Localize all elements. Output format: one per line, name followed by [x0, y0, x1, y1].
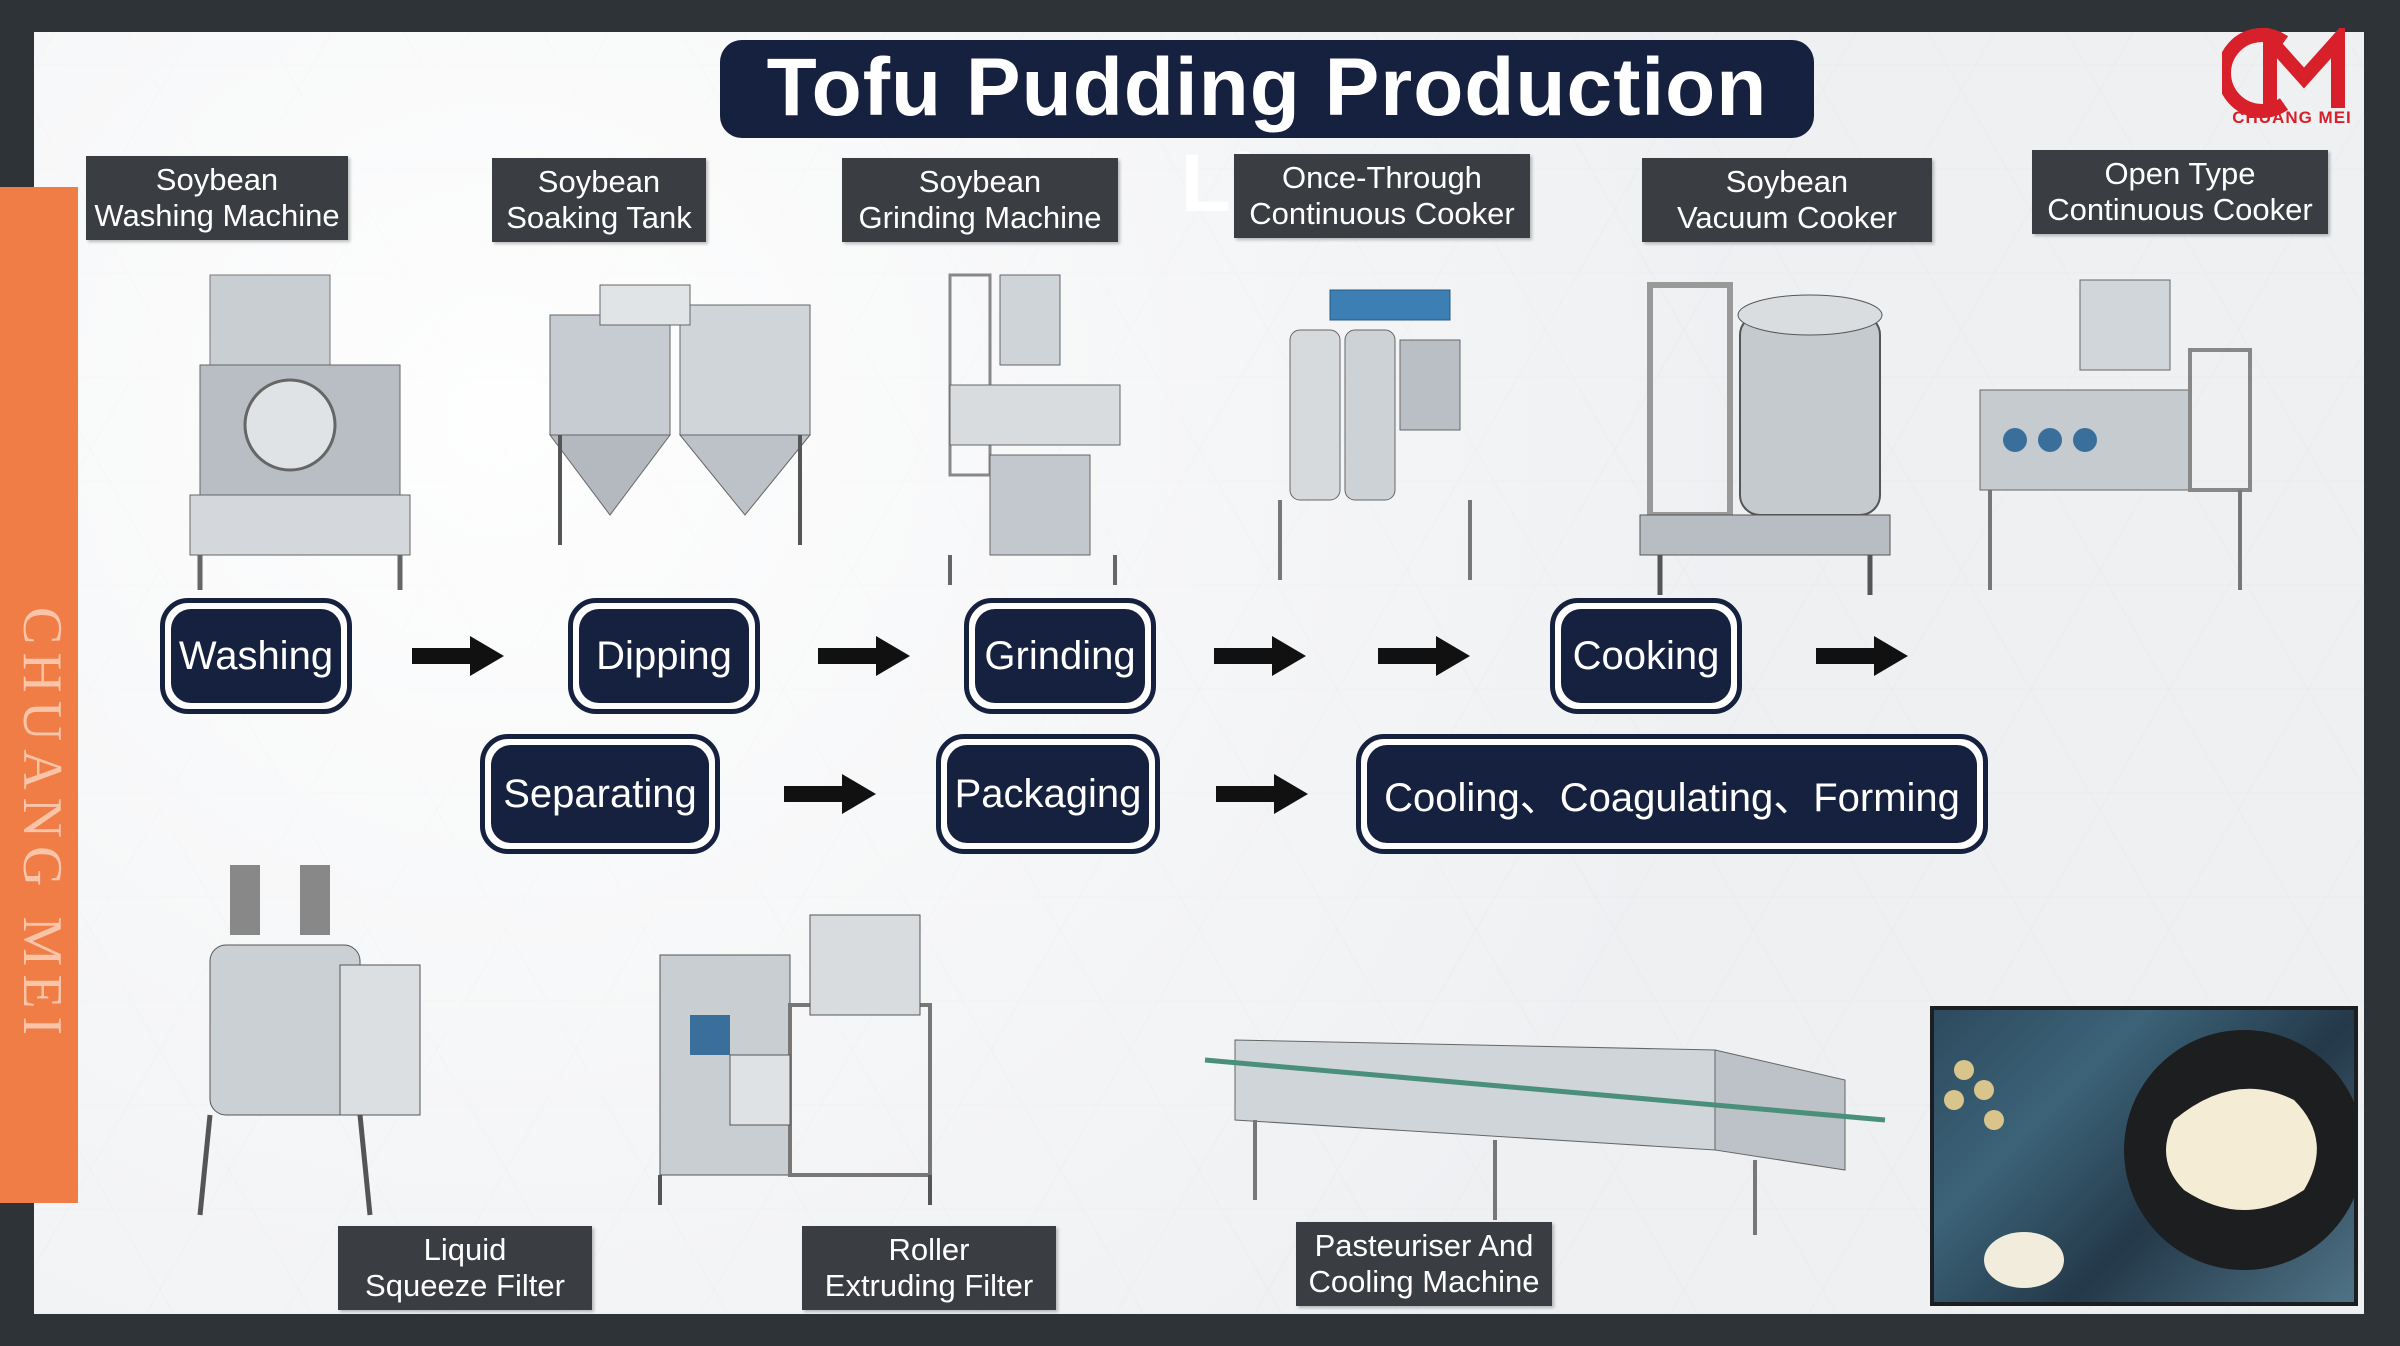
logo-text: CHUANG MEI: [2232, 108, 2352, 127]
page-title: Tofu Pudding Production Line: [720, 40, 1814, 229]
label-once-through-cooker: Once-Through Continuous Cooker: [1234, 154, 1530, 238]
arrow-right-icon: [1378, 636, 1470, 676]
label-roller-extruding-filter: Roller Extruding Filter: [802, 1226, 1056, 1310]
label-line: Soybean: [918, 164, 1042, 199]
label-soaking-tank: Soybean Soaking Tank: [492, 158, 706, 242]
step-grinding: Grinding: [964, 598, 1156, 714]
label-line: Cooling Machine: [1308, 1264, 1540, 1299]
arrow-right-icon: [1216, 774, 1308, 814]
chuang-mei-logo-icon: [2222, 28, 2345, 118]
label-line: Vacuum Cooker: [1677, 200, 1897, 235]
vacuum-cooker-image: [1639, 282, 1891, 595]
step-packaging: Packaging: [936, 734, 1160, 854]
arrow-right-icon: [412, 636, 504, 676]
step-washing: Washing: [160, 598, 352, 714]
label-line: Soybean: [537, 164, 661, 199]
label-line: Extruding Filter: [824, 1268, 1034, 1303]
step-label: Separating: [491, 745, 709, 843]
label-washing-machine: Soybean Washing Machine: [86, 156, 348, 240]
pasteuriser-cooling-machine-image: [1204, 1039, 1886, 1235]
grinding-machine-image: [948, 273, 1121, 585]
step-cooking: Cooking: [1550, 598, 1742, 714]
label-line: Grinding Machine: [858, 200, 1102, 235]
step-label: Washing: [171, 609, 341, 703]
once-through-cooker-image: [1278, 289, 1472, 580]
label-line: Soybean: [155, 162, 279, 197]
label-line: Pasteuriser And: [1314, 1228, 1534, 1263]
label-line: Soaking Tank: [506, 200, 692, 235]
roller-extruding-filter-image: [658, 914, 932, 1205]
label-line: Washing Machine: [94, 198, 340, 233]
tofu-pudding-photo-art: [1944, 1030, 2354, 1288]
label-vacuum-cooker: Soybean Vacuum Cooker: [1642, 158, 1932, 242]
step-label: Cooling、Coagulating、Forming: [1367, 745, 1977, 843]
label-line: Liquid: [423, 1232, 507, 1267]
label-grinding-machine: Soybean Grinding Machine: [842, 158, 1118, 242]
side-brand-band: CHUANG MEI: [0, 187, 78, 1203]
label-line: Soybean: [1725, 164, 1849, 199]
liquid-squeeze-filter-image: [197, 865, 421, 1216]
label-liquid-squeeze-filter: Liquid Squeeze Filter: [338, 1226, 592, 1310]
side-brand-text: CHUANG MEI: [11, 607, 73, 1044]
arrow-right-icon: [784, 774, 876, 814]
label-line: Open Type: [2104, 156, 2256, 191]
label-pasteuriser: Pasteuriser And Cooling Machine: [1296, 1222, 1552, 1306]
label-line: Squeeze Filter: [365, 1268, 565, 1303]
label-line: Continuous Cooker: [2047, 192, 2313, 227]
arrow-right-icon: [1214, 636, 1306, 676]
washing-machine-image: [189, 274, 411, 590]
arrow-right-icon: [1816, 636, 1908, 676]
step-label: Grinding: [975, 609, 1145, 703]
step-separating: Separating: [480, 734, 720, 854]
step-label: Cooking: [1561, 609, 1731, 703]
soaking-tank-image: [549, 284, 812, 545]
open-type-cooker-image: [1979, 279, 2252, 590]
step-label: Packaging: [947, 745, 1149, 843]
step-cooling-coagulating-forming: Cooling、Coagulating、Forming: [1356, 734, 1988, 854]
step-label: Dipping: [579, 609, 749, 703]
tofu-pudding-photo: [1930, 1006, 2358, 1306]
label-line: Once-Through: [1282, 160, 1482, 195]
diagram-panel: [34, 32, 2364, 1314]
step-dipping: Dipping: [568, 598, 760, 714]
label-open-type-cooker: Open Type Continuous Cooker: [2032, 150, 2328, 234]
label-line: Continuous Cooker: [1249, 196, 1515, 231]
label-line: Roller: [888, 1232, 970, 1267]
arrow-right-icon: [818, 636, 910, 676]
